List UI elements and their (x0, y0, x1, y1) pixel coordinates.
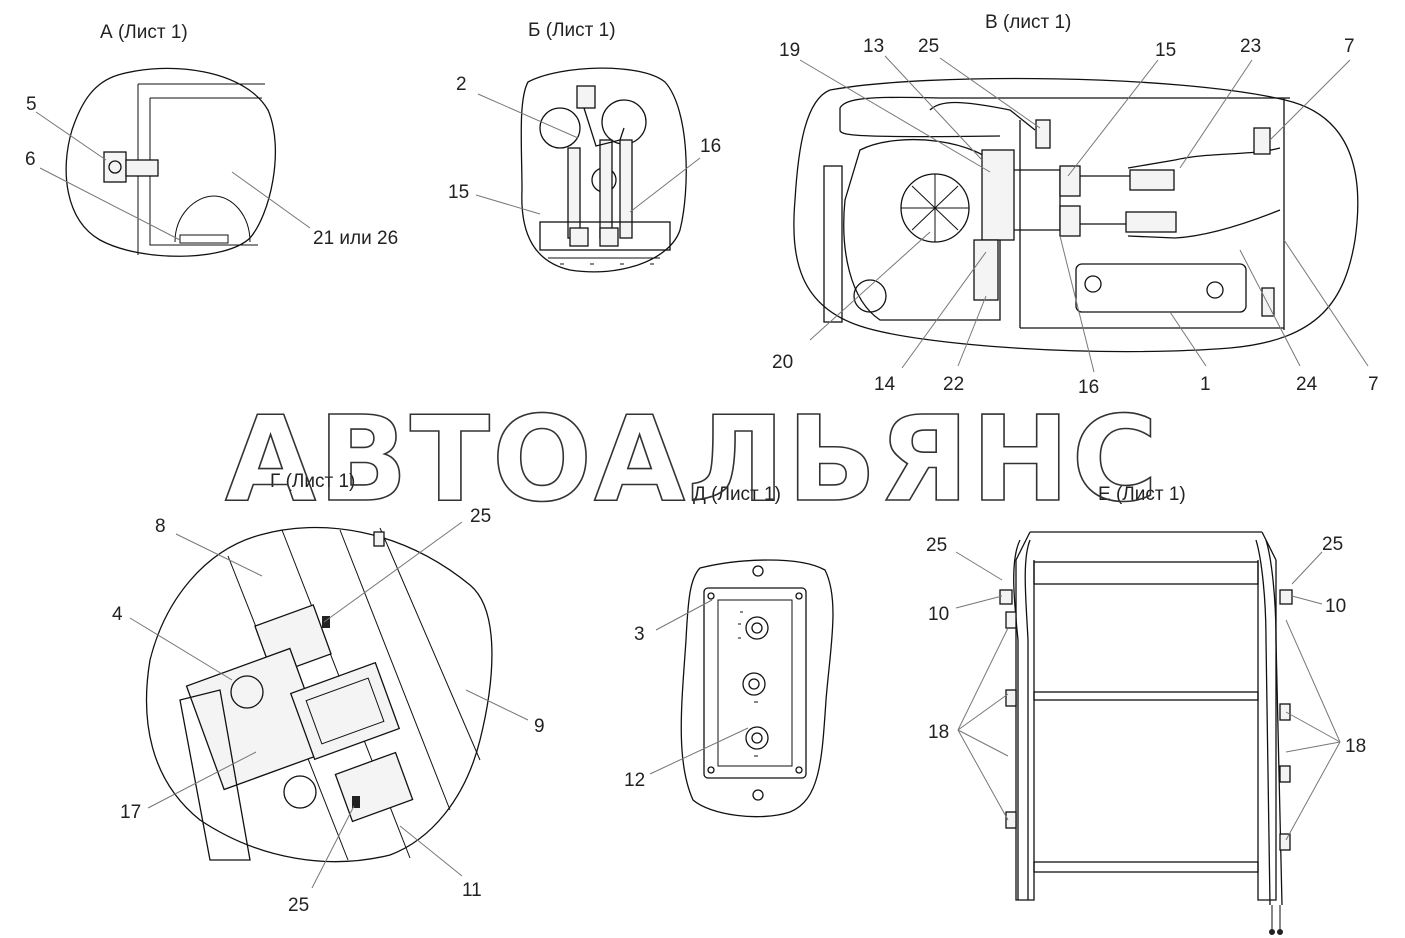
view-g-label-11: 11 (462, 880, 482, 901)
view-g-label-25-bottom: 25 (288, 895, 309, 916)
view-v-label-1: 1 (1200, 374, 1211, 395)
view-e-label-10-left: 10 (928, 604, 949, 625)
view-a-label-6: 6 (25, 149, 36, 170)
view-g-label-9: 9 (534, 716, 545, 737)
view-b-title: Б (Лист 1) (528, 20, 616, 41)
view-g-label-8: 8 (155, 516, 166, 537)
view-a-title: А (Лист 1) (100, 22, 188, 43)
view-d-title: Д (Лист 1) (693, 484, 781, 505)
view-v: В (лист 1) (772, 12, 1379, 398)
view-v-label-13: 13 (863, 36, 884, 57)
view-e: Е (Лист 1) 25 10 18 25 10 (926, 484, 1366, 935)
view-e-label-18-right: 18 (1345, 736, 1366, 757)
view-b-label-15: 15 (448, 182, 469, 203)
view-e-label-18-left: 18 (928, 722, 949, 743)
view-d-label-3: 3 (634, 624, 645, 645)
view-v-label-20: 20 (772, 352, 793, 373)
view-d: Д (Лист 1) 3 12 (624, 484, 834, 818)
view-e-label-25-left: 25 (926, 535, 947, 556)
view-v-label-7-top: 7 (1344, 36, 1355, 57)
view-g: Г (Лист 1) 8 25 4 9 17 25 11 (112, 471, 545, 916)
view-v-label-22: 22 (943, 374, 964, 395)
view-v-label-23: 23 (1240, 36, 1261, 57)
view-b-label-16: 16 (700, 136, 721, 157)
view-e-label-25-right: 25 (1322, 534, 1343, 555)
view-v-title: В (лист 1) (985, 12, 1071, 33)
view-v-label-15: 15 (1155, 40, 1176, 61)
view-e-label-10-right: 10 (1325, 596, 1346, 617)
view-v-label-19: 19 (779, 40, 800, 61)
view-v-label-16: 16 (1078, 377, 1099, 398)
view-g-label-25-top: 25 (470, 506, 491, 527)
view-v-label-14: 14 (874, 374, 896, 395)
view-v-label-24: 24 (1296, 374, 1318, 395)
view-d-label-12: 12 (624, 770, 645, 791)
view-g-label-17: 17 (120, 802, 141, 823)
view-a-label-5: 5 (26, 94, 37, 115)
view-e-title: Е (Лист 1) (1098, 484, 1186, 505)
view-a: А (Лист 1) 5 6 21 или 26 (25, 22, 398, 257)
view-g-title: Г (Лист 1) (270, 471, 355, 492)
view-b: Б (Лист 1) 2 16 15 (448, 20, 721, 273)
view-a-label-21-26: 21 или 26 (313, 228, 398, 249)
view-v-label-25: 25 (918, 36, 939, 57)
view-b-label-2: 2 (456, 74, 467, 95)
watermark-text: АВТОАЛЬЯНС (225, 390, 1160, 528)
view-g-label-4: 4 (112, 604, 123, 625)
view-v-label-7-bottom: 7 (1368, 374, 1379, 395)
